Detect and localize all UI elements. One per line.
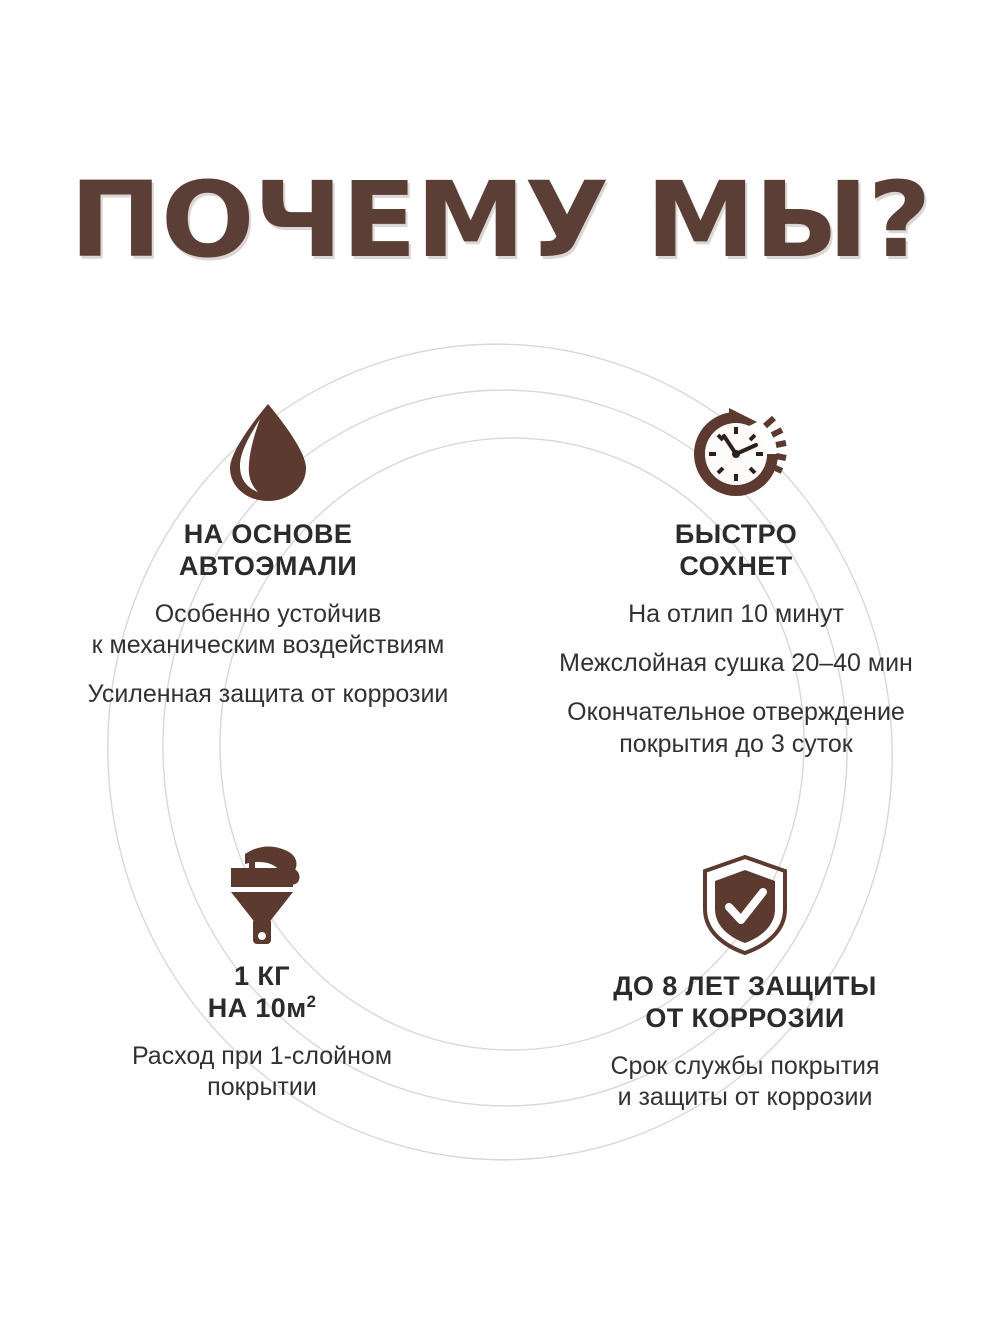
feature-usage-heading: 1 КГ НА 10м2: [207, 961, 317, 1024]
feature-usage-line-1: Расход при 1-слойном покрытии: [131, 1041, 393, 1102]
page-title: ПОЧЕМУ МЫ?: [69, 159, 932, 281]
feature-drying-line-1: На отлип 10 минут: [628, 599, 844, 628]
feature-usage-icon-box: [42, 842, 482, 946]
feature-usage: 1 КГ НА 10м2 Расход при 1-слойном покрыт…: [42, 842, 482, 1103]
feature-drying-heading: БЫСТРО СОХНЕТ: [674, 519, 798, 582]
feature-enamel-heading: НА ОСНОВЕ АВТОЭМАЛИ: [178, 519, 358, 582]
feature-enamel-line-1: Особенно устойчив к механическим воздейс…: [91, 599, 445, 660]
feature-rust-lines: Срок службы покрытия и защиты от коррози…: [520, 1051, 970, 1114]
feature-rust-line-1: Срок службы покрытия и защиты от коррози…: [610, 1051, 880, 1112]
droplet-icon: [230, 404, 306, 501]
feature-drying-icon-box: [496, 400, 976, 504]
feature-drying-line-2: Межслойная сушка 20–40 мин: [559, 649, 913, 678]
feature-drying-line-3: Окончательное отверждение покрытия до 3 …: [567, 698, 905, 758]
feature-drying: БЫСТРО СОХНЕТ На отлип 10 минут Межслойн…: [496, 400, 976, 760]
feature-enamel: НА ОСНОВЕ АВТОЭМАЛИ Особенно устойчив к …: [28, 400, 508, 711]
feature-drying-lines: На отлип 10 минут Межслойная сушка 20–40…: [496, 599, 976, 760]
feature-enamel-line-2: Усиленная защита от коррозии: [87, 680, 449, 709]
page-title-container: ПОЧЕМУ МЫ?: [0, 168, 1000, 272]
feature-rust: ДО 8 ЛЕТ ЗАЩИТЫ ОТ КОРРОЗИИ Срок службы …: [520, 852, 970, 1113]
shield-check-icon: [703, 854, 787, 956]
feature-rust-icon-box: [520, 852, 970, 956]
paint-brush-icon: [231, 846, 300, 944]
feature-enamel-icon-box: [28, 400, 508, 504]
feature-enamel-lines: Особенно устойчив к механическим воздейс…: [28, 599, 508, 711]
feature-usage-lines: Расход при 1-слойном покрытии: [42, 1041, 482, 1104]
feature-rust-heading: ДО 8 ЛЕТ ЗАЩИТЫ ОТ КОРРОЗИИ: [613, 971, 877, 1034]
clock-arrow-icon: [694, 408, 787, 496]
